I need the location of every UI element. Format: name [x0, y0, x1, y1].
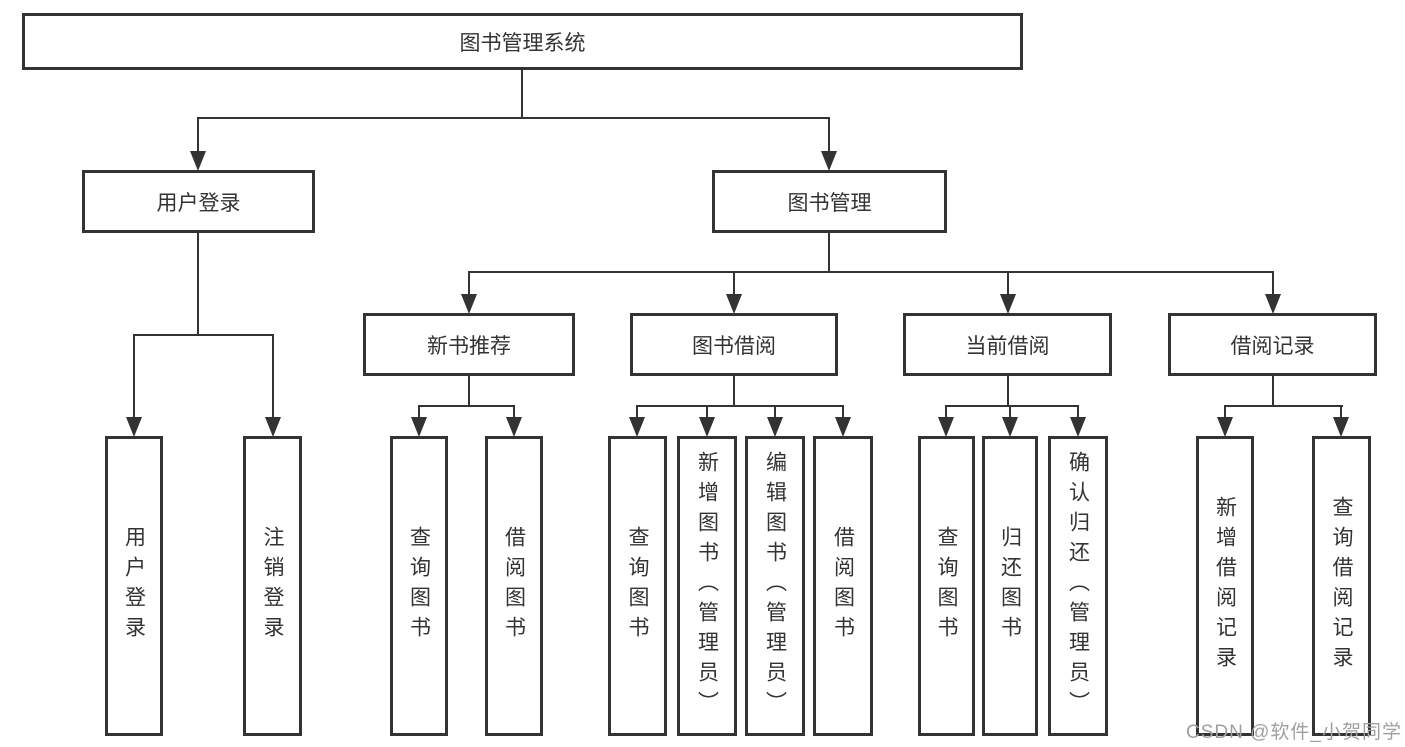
node-book-borrow: 图书借阅 [630, 313, 838, 376]
connector-records-stub-2 [1340, 405, 1342, 417]
connector-mgmt-bar [468, 271, 1274, 273]
connector-current-stem [1007, 376, 1009, 407]
node-current-borrow-label: 当前借阅 [965, 334, 1050, 358]
leaf-add-book-admin: 新增图书（管理员） [677, 436, 737, 736]
leaf-borrow-book-1-label: 借阅图书 [502, 526, 526, 646]
leaf-add-borrow-record: 新增借阅记录 [1196, 436, 1254, 736]
connector-records-stem [1272, 376, 1274, 407]
watermark: CSDN @软件_小贺同学 [1186, 722, 1402, 743]
arrowhead-down-icon [1002, 417, 1018, 437]
connector-mgmt-stub-3 [1007, 271, 1009, 294]
leaf-borrow-book-1: 借阅图书 [485, 436, 543, 736]
node-current-borrow: 当前借阅 [903, 313, 1112, 376]
leaf-query-book-2: 查询图书 [608, 436, 667, 736]
connector-records-stub-1 [1224, 405, 1226, 417]
node-user-login-label: 用户登录 [156, 191, 241, 215]
node-new-book-rec-label: 新书推荐 [427, 334, 511, 358]
leaf-user-login: 用户登录 [105, 436, 163, 736]
connector-current-bar [945, 405, 1079, 407]
arrowhead-down-icon [1265, 294, 1281, 314]
arrowhead-down-icon [835, 417, 851, 437]
leaf-user-login-label: 用户登录 [122, 526, 146, 646]
arrowhead-down-icon [726, 294, 742, 314]
leaf-query-borrow-record-label: 查询借阅记录 [1330, 496, 1353, 676]
arrowhead-down-icon [938, 417, 954, 437]
node-borrow-records-label: 借阅记录 [1230, 334, 1315, 358]
leaf-query-book-1-label: 查询图书 [407, 526, 431, 646]
arrowhead-down-icon [821, 151, 837, 171]
arrowhead-down-icon [1333, 417, 1349, 437]
connector-root-bar [197, 117, 830, 119]
arrowhead-down-icon [699, 417, 715, 437]
leaf-query-book-3: 查询图书 [918, 436, 975, 736]
leaf-query-borrow-record: 查询借阅记录 [1312, 436, 1371, 736]
connector-login-stub-right [272, 334, 274, 417]
leaf-borrow-book-2: 借阅图书 [813, 436, 873, 736]
connector-borrow-stub-3 [774, 405, 776, 417]
connector-borrow-stub-2 [706, 405, 708, 417]
leaf-query-book-3-label: 查询图书 [935, 526, 958, 646]
node-book-borrow-label: 图书借阅 [692, 334, 776, 358]
arrowhead-down-icon [1217, 417, 1233, 437]
connector-rec-bar [418, 405, 515, 407]
leaf-edit-book-admin: 编辑图书（管理员） [745, 436, 805, 736]
leaf-borrow-book-2-label: 借阅图书 [831, 526, 855, 646]
connector-borrow-stub-1 [636, 405, 638, 417]
connector-mgmt-stub-2 [733, 271, 735, 294]
node-user-login: 用户登录 [82, 170, 315, 233]
connector-login-bar [133, 334, 274, 336]
connector-rec-stem [468, 376, 470, 407]
connector-login-stub-left [133, 334, 135, 417]
leaf-return-book: 归还图书 [982, 436, 1038, 736]
leaf-edit-book-admin-label: 编辑图书（管理员） [763, 451, 787, 721]
node-root: 图书管理系统 [22, 13, 1023, 70]
arrowhead-down-icon [767, 417, 783, 437]
connector-rec-stub-1 [418, 405, 420, 417]
connector-borrow-bar [636, 405, 844, 407]
leaf-logout: 注销登录 [243, 436, 302, 736]
leaf-add-book-admin-label: 新增图书（管理员） [695, 451, 719, 721]
node-book-mgmt-label: 图书管理 [787, 191, 872, 215]
arrowhead-down-icon [461, 294, 477, 314]
connector-root-stub-left [197, 117, 199, 151]
connector-rec-stub-2 [513, 405, 515, 417]
connector-root-stub-right [828, 117, 830, 151]
connector-root-stem [521, 68, 523, 118]
leaf-return-book-label: 归还图书 [998, 526, 1022, 646]
connector-mgmt-stub-1 [468, 271, 470, 294]
leaf-logout-label: 注销登录 [261, 526, 284, 646]
connector-current-stub-2 [1009, 405, 1011, 417]
connector-borrow-stub-4 [842, 405, 844, 417]
connector-mgmt-stem [828, 233, 830, 272]
leaf-query-book-1: 查询图书 [390, 436, 448, 736]
connector-borrow-stem [733, 376, 735, 407]
leaf-confirm-return-admin: 确认归还（管理员） [1048, 436, 1108, 736]
arrowhead-down-icon [190, 151, 206, 171]
arrowhead-down-icon [629, 417, 645, 437]
node-book-mgmt: 图书管理 [712, 170, 947, 233]
leaf-add-borrow-record-label: 新增借阅记录 [1213, 496, 1237, 676]
connector-login-stem [197, 233, 199, 335]
node-new-book-rec: 新书推荐 [363, 313, 575, 376]
arrowhead-down-icon [265, 417, 281, 437]
arrowhead-down-icon [1000, 294, 1016, 314]
arrowhead-down-icon [506, 417, 522, 437]
connector-current-stub-1 [945, 405, 947, 417]
connector-current-stub-3 [1077, 405, 1079, 417]
connector-mgmt-stub-4 [1272, 271, 1274, 294]
node-borrow-records: 借阅记录 [1168, 313, 1377, 376]
leaf-query-book-2-label: 查询图书 [626, 526, 649, 646]
arrowhead-down-icon [411, 417, 427, 437]
arrowhead-down-icon [126, 417, 142, 437]
node-root-label: 图书管理系统 [459, 31, 586, 55]
connector-records-bar [1224, 405, 1343, 407]
arrowhead-down-icon [1070, 417, 1086, 437]
leaf-confirm-return-admin-label: 确认归还（管理员） [1066, 451, 1090, 721]
